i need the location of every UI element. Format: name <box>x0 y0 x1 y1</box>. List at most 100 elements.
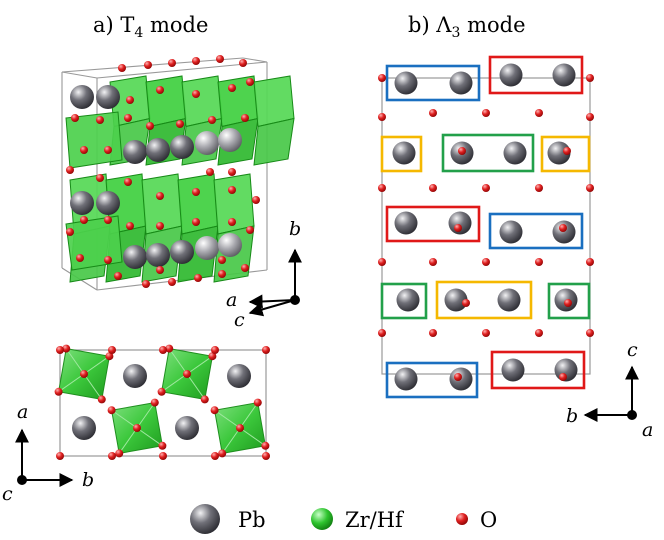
o-atom <box>559 224 567 232</box>
o-atom <box>96 116 104 124</box>
pb-atom <box>195 131 219 155</box>
panel-a-top-view-structure <box>54 344 270 460</box>
cell-edge <box>96 61 268 79</box>
pb-atom <box>227 364 251 388</box>
mode-box <box>435 280 533 320</box>
pb-atom <box>72 416 96 440</box>
o-atom <box>104 216 112 224</box>
panel-a-perspective-structure <box>61 55 295 291</box>
o-atom <box>586 113 594 121</box>
pb-atom <box>96 85 120 109</box>
pb-atom <box>497 288 521 312</box>
o-atom <box>105 352 114 361</box>
pb-atom <box>123 245 147 269</box>
o-atom <box>194 274 202 282</box>
o-atom <box>150 398 159 407</box>
pb-atom <box>499 220 523 244</box>
panel-b-title-sub: 3 <box>451 25 460 41</box>
o-atom <box>454 224 462 232</box>
o-atom <box>66 228 74 236</box>
pb-atom <box>552 220 576 244</box>
axis-label-a: a <box>226 289 237 311</box>
o-atom <box>97 395 106 404</box>
mode-box <box>380 282 428 320</box>
o-atom <box>126 222 134 230</box>
o-atom <box>183 370 191 378</box>
legend-zr-label: Zr/Hf <box>345 508 405 532</box>
o-atom <box>71 114 79 122</box>
unit-cell-outline <box>381 77 591 375</box>
o-atom <box>80 146 88 154</box>
o-atom <box>378 258 386 266</box>
pb-atom <box>170 240 194 264</box>
octahedron-edge <box>239 402 259 429</box>
o-atom <box>156 266 164 274</box>
panel-b-axes: c b a <box>566 339 653 441</box>
o-atom <box>80 370 88 378</box>
octahedron-edge <box>186 355 213 375</box>
mode-box <box>441 133 535 173</box>
o-atom <box>124 178 132 186</box>
o-atom <box>236 424 244 432</box>
octahedron-edge <box>136 402 156 429</box>
octahedron-edge <box>83 373 103 400</box>
o-atom <box>108 452 116 460</box>
o-atom <box>253 398 262 407</box>
o-atom <box>56 452 64 460</box>
o-atom <box>133 424 141 432</box>
o-atom <box>429 184 437 192</box>
pb-atom <box>146 138 170 162</box>
o-atom <box>239 59 247 67</box>
panel-a-title-prefix: a) T <box>93 13 134 37</box>
o-atom <box>246 226 254 234</box>
o-atom <box>261 441 270 450</box>
mode-box <box>547 282 591 320</box>
mode-box <box>380 135 423 173</box>
o-atom <box>104 256 112 264</box>
axis-label-c-top: c <box>2 483 13 505</box>
o-atom <box>378 113 386 121</box>
o-atom <box>252 196 260 204</box>
o-atom <box>458 147 466 155</box>
mode-box <box>488 212 584 250</box>
o-atom <box>210 406 219 415</box>
o-atom <box>176 120 184 128</box>
octahedron-edge <box>221 427 241 454</box>
o-atom <box>104 146 112 154</box>
o-atom <box>124 114 132 122</box>
zr-octahedron-face <box>145 75 187 128</box>
o-atom <box>192 57 200 65</box>
axis-label-b-top: b <box>82 469 94 491</box>
o-atom <box>107 406 116 415</box>
legend: Pb Zr/Hf O <box>190 504 497 534</box>
pb-atom <box>499 63 523 87</box>
o-atom <box>535 329 543 337</box>
panel-a-title: a) T4 mode <box>93 13 208 41</box>
o-atom <box>56 346 64 354</box>
o-atom <box>228 168 236 176</box>
o-atom <box>454 373 462 381</box>
panel-b-title: b) Λ3 mode <box>408 13 526 41</box>
cell-edge <box>61 71 98 79</box>
o-atom <box>228 186 236 194</box>
o-atom <box>211 346 219 354</box>
octahedron-edge <box>118 427 138 454</box>
o-atom <box>142 280 150 288</box>
o-atom <box>482 329 490 337</box>
o-atom <box>108 346 116 354</box>
o-atom <box>66 166 74 174</box>
panel-b-title-suffix: mode <box>460 13 525 37</box>
o-atom <box>462 299 470 307</box>
o-atom <box>378 74 386 82</box>
panel-b-structure <box>378 55 594 399</box>
o-atom <box>262 346 270 354</box>
axis-label-c: c <box>234 309 245 331</box>
panel-b-title-prefix: b) Λ <box>408 13 452 37</box>
o-atom <box>54 387 63 396</box>
o-atom <box>482 109 490 117</box>
pb-atom <box>501 358 525 382</box>
o-atom <box>80 216 88 224</box>
pb-atom <box>175 416 199 440</box>
pb-atom <box>444 288 468 312</box>
o-atom <box>246 78 254 86</box>
